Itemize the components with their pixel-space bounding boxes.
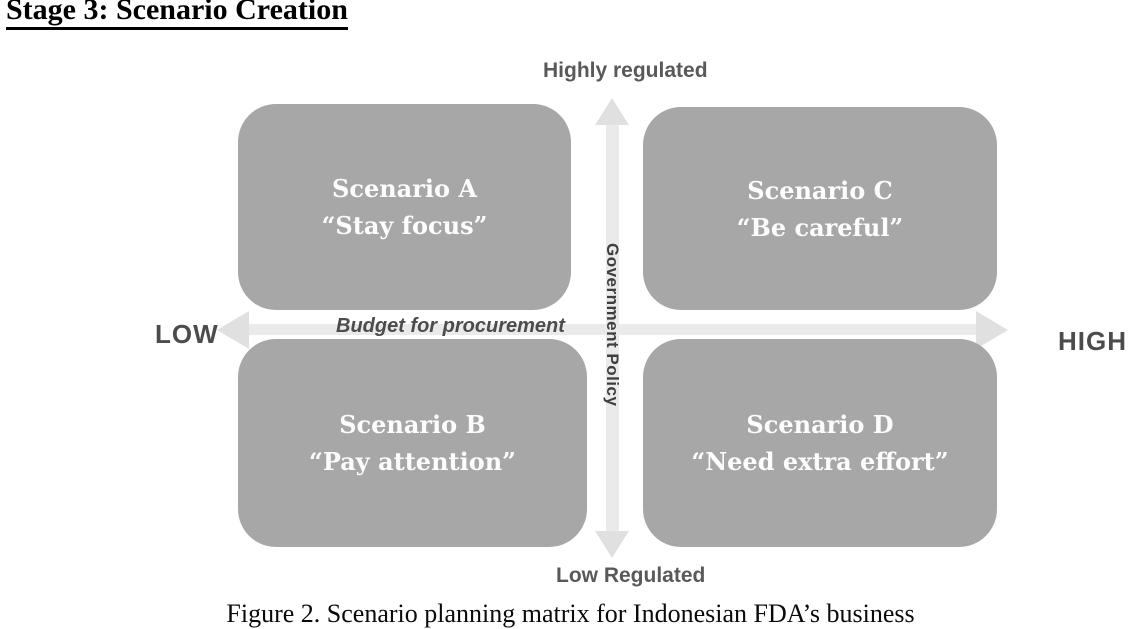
vertical-axis-arrow [606, 119, 619, 535]
axis-label-bottom: Low Regulated [556, 564, 706, 587]
quadrant-scenario-c: Scenario C “Be careful” [643, 107, 997, 310]
arrowhead-down-icon [595, 531, 629, 558]
quadrant-name: Scenario D [746, 410, 894, 439]
quadrant-name: Scenario B [339, 410, 486, 439]
vertical-axis-title: Government Policy [603, 243, 622, 407]
quadrant-tagline: “Be careful” [736, 212, 904, 242]
arrowhead-left-icon [217, 311, 249, 349]
page-title: Stage 3: Scenario Creation [6, 0, 348, 30]
quadrant-scenario-b: Scenario B “Pay attention” [238, 339, 587, 547]
quadrant-tagline: “Need extra effort” [691, 447, 949, 476]
quadrant-scenario-a: Scenario A “Stay focus” [238, 104, 571, 310]
axis-label-top: Highly regulated [543, 59, 708, 82]
quadrant-scenario-d: Scenario D “Need extra effort” [643, 339, 997, 547]
arrowhead-right-icon [976, 311, 1008, 349]
figure-caption: Figure 2. Scenario planning matrix for I… [226, 599, 915, 628]
quadrant-name: Scenario C [747, 175, 893, 205]
horizontal-axis-title: Budget for procurement [336, 315, 565, 337]
axis-label-low: LOW [155, 319, 219, 349]
quadrant-name: Scenario A [332, 174, 477, 203]
page-title-text: Stage 3: Scenario Creation [6, 0, 348, 30]
axis-label-high: HIGH [1058, 326, 1127, 356]
arrowhead-up-icon [595, 98, 629, 125]
quadrant-tagline: “Pay attention” [309, 447, 516, 476]
quadrant-tagline: “Stay focus” [321, 211, 488, 240]
